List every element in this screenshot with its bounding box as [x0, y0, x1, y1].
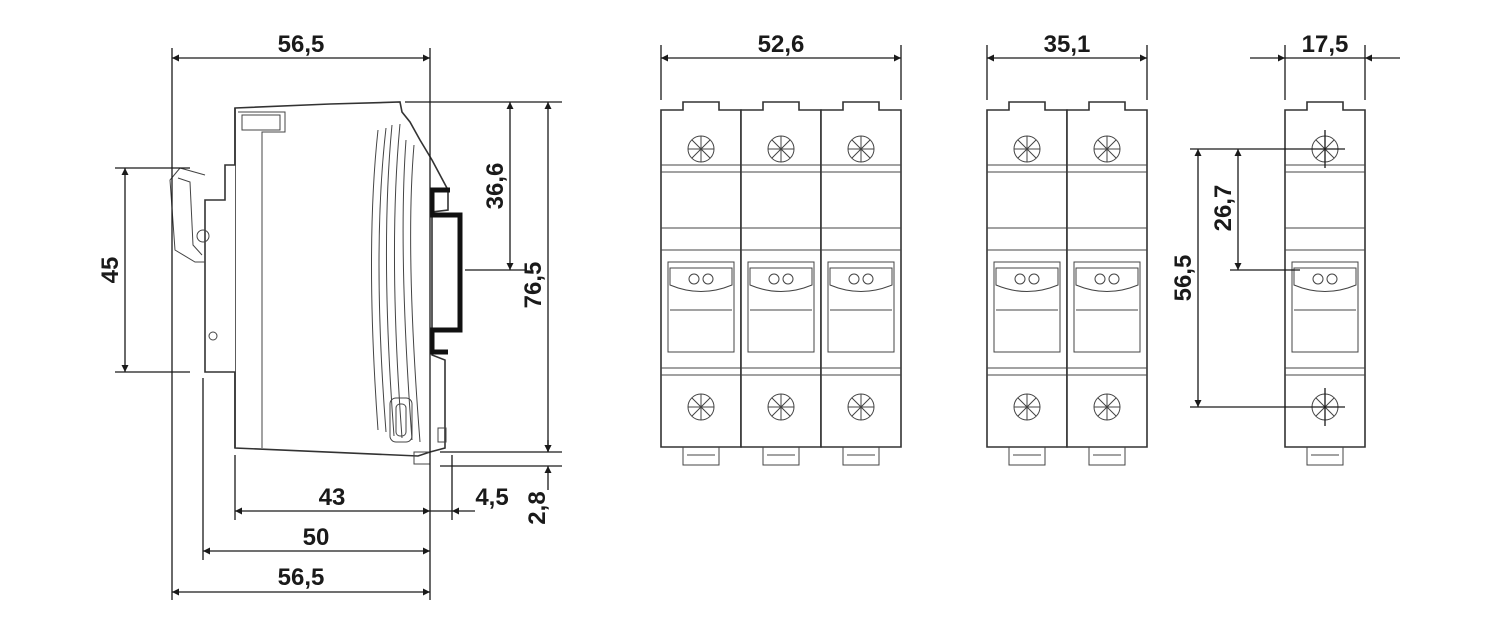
side-foot-2 [437, 427, 447, 443]
side-housing [234, 101, 449, 457]
dim-side-2_8: 2,8 [524, 491, 551, 524]
dim-side-top: 56,5 [278, 31, 325, 58]
side-rib-3b [410, 144, 421, 443]
din-rail [429, 187, 463, 355]
dim-side-left: 45 [97, 257, 124, 284]
dim-two-pole: 35,1 [1044, 31, 1091, 58]
dim-three-pole: 52,6 [758, 31, 805, 58]
dim-side-4_5: 4,5 [475, 484, 508, 511]
dim-one-pole-offset: 26,7 [1210, 185, 1237, 232]
side-rib-3 [402, 139, 413, 441]
side-rib-2b [393, 123, 403, 439]
side-hook-inner [177, 177, 203, 256]
side-top-clip-frame [238, 111, 286, 165]
side-hook [169, 167, 206, 263]
module [740, 101, 822, 466]
side-rib-1b [378, 127, 387, 433]
dim-side-43: 43 [319, 484, 346, 511]
dim-side-rail: 36,6 [482, 163, 509, 210]
side-rib-1 [371, 129, 379, 431]
front-view-3-pole: 52,6 [660, 31, 902, 466]
front-view-2-pole: 35,1 [986, 31, 1148, 466]
dim-side-total: 76,5 [520, 262, 547, 309]
dim-side-bottom: 56,5 [278, 564, 325, 591]
side-hole [208, 331, 218, 341]
side-latch [204, 108, 236, 448]
front-view-1-pole: 17,5 56,5 26,7 [1170, 31, 1400, 466]
side-view: 56,5 45 36,6 76,5 2,8 43 4,5 50 56,5 [97, 31, 562, 600]
module [1066, 101, 1148, 466]
side-hook-pin [196, 229, 210, 243]
module [820, 101, 902, 466]
dim-side-50: 50 [303, 524, 330, 551]
side-top-clip [241, 114, 281, 131]
dim-one-pole-pitch: 56,5 [1170, 255, 1197, 302]
side-lever [389, 397, 413, 443]
dim-one-pole: 17,5 [1302, 31, 1349, 58]
module [986, 101, 1068, 466]
side-rib-2 [385, 124, 395, 437]
side-lever-inner [395, 403, 407, 437]
module [660, 101, 742, 466]
